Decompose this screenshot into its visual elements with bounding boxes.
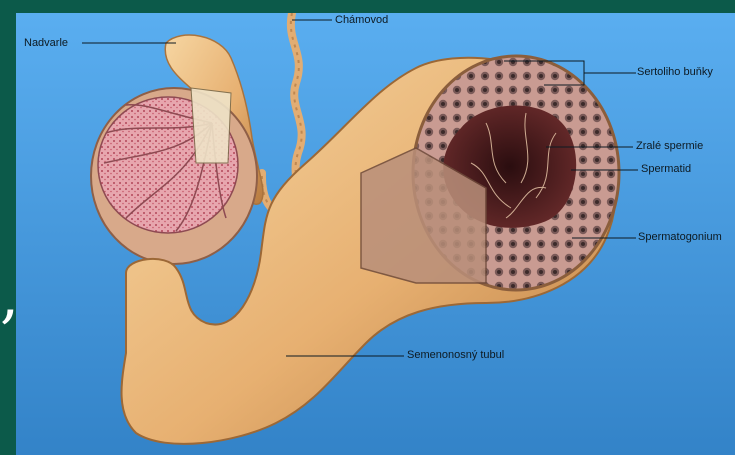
label-zrale-spermie: Zralé spermie (636, 141, 703, 152)
label-spermatogonium: Spermatogonium (638, 232, 722, 243)
label-chamovod: Chámovod (335, 15, 388, 26)
label-spermatid: Spermatid (641, 164, 691, 175)
figure-illustration (16, 13, 735, 455)
label-sertoliho-bunky: Sertoliho buňky (637, 67, 713, 78)
label-nadvarle: Nadvarle (24, 38, 68, 49)
label-semenonosny-tubul: Semenonosný tubul (407, 350, 504, 361)
anatomy-figure: Nadvarle Chámovod Sertoliho buňky Zralé … (16, 13, 735, 455)
rete-testis (191, 88, 231, 163)
